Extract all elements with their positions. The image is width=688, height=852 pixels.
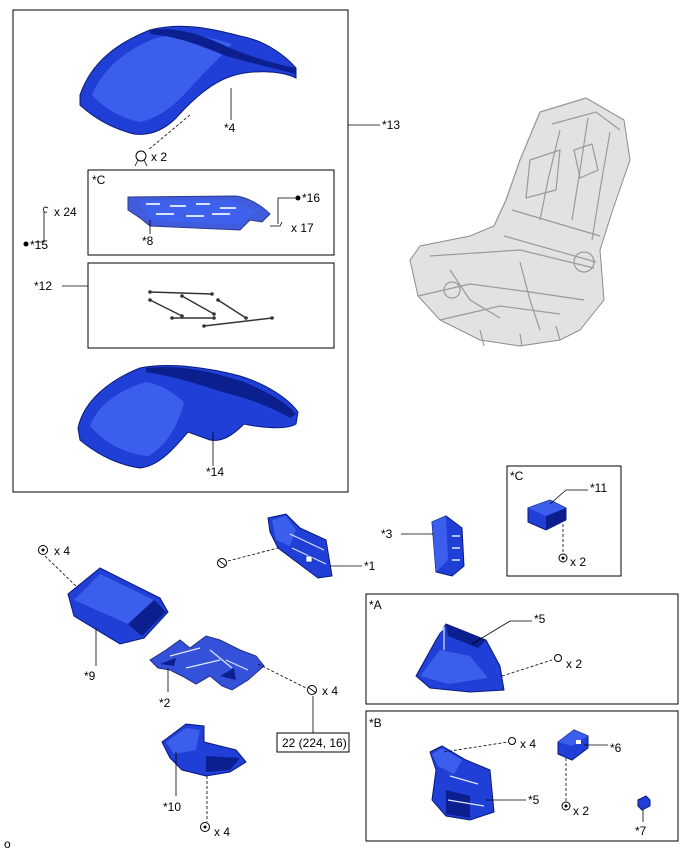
label-part-10: *10 xyxy=(163,800,181,814)
label-part-6: *6 xyxy=(610,741,622,755)
dot-16 xyxy=(295,195,301,201)
screw-icon-5b xyxy=(508,737,516,745)
screw-icon-9 xyxy=(38,545,48,555)
qty-6: x 2 xyxy=(573,804,589,818)
group-box-a xyxy=(365,593,679,705)
screw-icon-6 xyxy=(561,801,571,811)
screw-icon-10 xyxy=(200,822,210,832)
seat-heater-part xyxy=(127,195,271,231)
bolt-icon-2 xyxy=(307,685,317,695)
leader-11 xyxy=(549,489,588,505)
seat-frame-illustration xyxy=(409,97,631,347)
qty-2: x 4 xyxy=(322,684,338,698)
qty-5b: x 4 xyxy=(520,737,536,751)
dash-1 xyxy=(227,547,279,562)
dash-2 xyxy=(257,663,307,689)
dash-5b xyxy=(443,741,509,753)
label-part-2: *2 xyxy=(159,696,171,710)
label-part-5a: *5 xyxy=(534,612,546,626)
ecu-part-11 xyxy=(527,499,567,531)
label-part-11: *11 xyxy=(590,481,607,495)
hog-ring-icon xyxy=(270,221,283,227)
module-part-9 xyxy=(67,567,169,645)
qty-24: x 24 xyxy=(54,205,77,219)
label-part-15: *15 xyxy=(30,238,48,252)
housing-part-5a xyxy=(415,623,505,693)
leader-15-24 xyxy=(35,212,45,243)
dash-4-clip xyxy=(147,114,191,151)
qty-4: x 2 xyxy=(151,150,167,164)
label-part-7: *7 xyxy=(635,824,647,838)
hook-icon-24 xyxy=(42,206,49,213)
subgroup-box-12 xyxy=(87,262,335,349)
group-box-b xyxy=(365,710,679,842)
cover-part-3 xyxy=(431,515,465,577)
label-part-13: *13 xyxy=(382,118,400,132)
connector-part-6 xyxy=(557,729,589,761)
figure-footer-mark: o xyxy=(4,837,11,851)
group-label-b: *B xyxy=(369,716,382,730)
screw-icon-5a xyxy=(554,654,562,662)
dash-5a xyxy=(501,659,553,677)
group-label-c1: *C xyxy=(92,173,106,187)
frame-part-2 xyxy=(149,635,265,691)
label-part-16: *16 xyxy=(302,191,320,205)
leader-5a xyxy=(471,620,532,645)
group-label-a: *A xyxy=(369,598,382,612)
group-box-c2 xyxy=(506,465,622,577)
torque-spec: 22 (224, 16) xyxy=(282,736,347,750)
label-part-8: *8 xyxy=(142,234,154,248)
label-part-1: *1 xyxy=(364,559,376,573)
label-part-4: *4 xyxy=(224,121,236,135)
dash-9 xyxy=(44,555,81,591)
housing-part-5b xyxy=(429,745,495,821)
leader-16 xyxy=(277,197,296,224)
label-part-14: *14 xyxy=(206,465,224,479)
seat-wire-part xyxy=(148,290,274,328)
subgroup-box-c1 xyxy=(87,169,335,256)
clip-part-7 xyxy=(637,795,651,811)
label-part-9: *9 xyxy=(84,669,96,683)
group-box-13 xyxy=(12,9,349,493)
dot-15 xyxy=(23,241,29,247)
qty-11: x 2 xyxy=(570,555,586,569)
screw-icon-11 xyxy=(558,553,568,563)
qty-9: x 4 xyxy=(54,544,70,558)
qty-10: x 4 xyxy=(214,825,230,839)
seat-cushion-cover-part xyxy=(79,25,297,135)
bracket-part-1 xyxy=(267,513,333,579)
label-part-5b: *5 xyxy=(528,793,540,807)
seat-cushion-pad-part xyxy=(77,365,299,469)
clip-icon xyxy=(134,150,148,167)
torque-spec-box xyxy=(276,732,350,753)
cover-part-10 xyxy=(161,723,247,777)
qty-5a: x 2 xyxy=(566,657,582,671)
label-part-3: *3 xyxy=(381,527,393,541)
bolt-icon-1 xyxy=(217,558,227,568)
qty-17: x 17 xyxy=(291,221,314,235)
group-label-c2: *C xyxy=(510,469,524,483)
label-part-12: *12 xyxy=(34,279,52,293)
